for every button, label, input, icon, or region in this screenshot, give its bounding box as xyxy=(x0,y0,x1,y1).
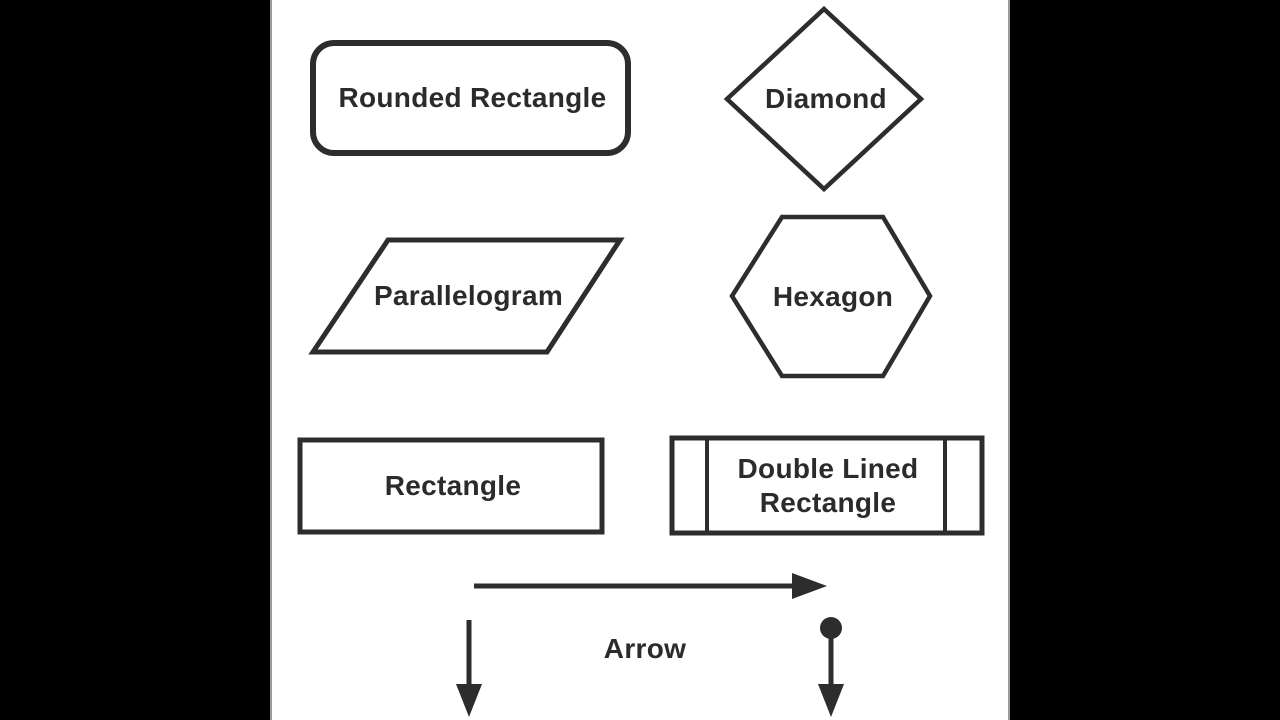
dot-down-arrow-icon xyxy=(818,617,844,717)
down-arrow-icon xyxy=(456,620,482,717)
horizontal-arrow-icon xyxy=(474,573,827,599)
rounded-rectangle-shape xyxy=(310,40,631,156)
arrow-label: Arrow xyxy=(603,633,687,665)
rectangle-shape xyxy=(297,437,605,535)
down-arrow-head xyxy=(456,684,482,717)
diamond-label: Diamond xyxy=(765,83,887,115)
dot-down-arrow-head xyxy=(818,684,844,717)
parallelogram-shape xyxy=(308,237,625,355)
letterbox-right xyxy=(1010,0,1280,720)
shapes-layer xyxy=(297,5,985,717)
double-lined-rectangle-outer xyxy=(669,435,985,536)
parallelogram-label: Parallelogram xyxy=(373,280,564,312)
hexagon-label: Hexagon xyxy=(772,280,894,312)
double-lined-rectangle-label: Double Lined Rectangle xyxy=(737,452,919,518)
horizontal-arrow-head xyxy=(792,573,827,599)
letterbox-left xyxy=(0,0,270,720)
diagram-canvas: Rounded Rectangle Diamond Parallelogram … xyxy=(270,0,1010,720)
hexagon-shape xyxy=(729,214,933,379)
rounded-rectangle-label: Rounded Rectangle xyxy=(338,82,607,114)
diamond-shape xyxy=(723,5,925,193)
double-lined-rectangle-shape xyxy=(669,435,985,536)
dot-down-arrow-dot xyxy=(820,617,842,639)
rectangle-label: Rectangle xyxy=(384,470,522,502)
